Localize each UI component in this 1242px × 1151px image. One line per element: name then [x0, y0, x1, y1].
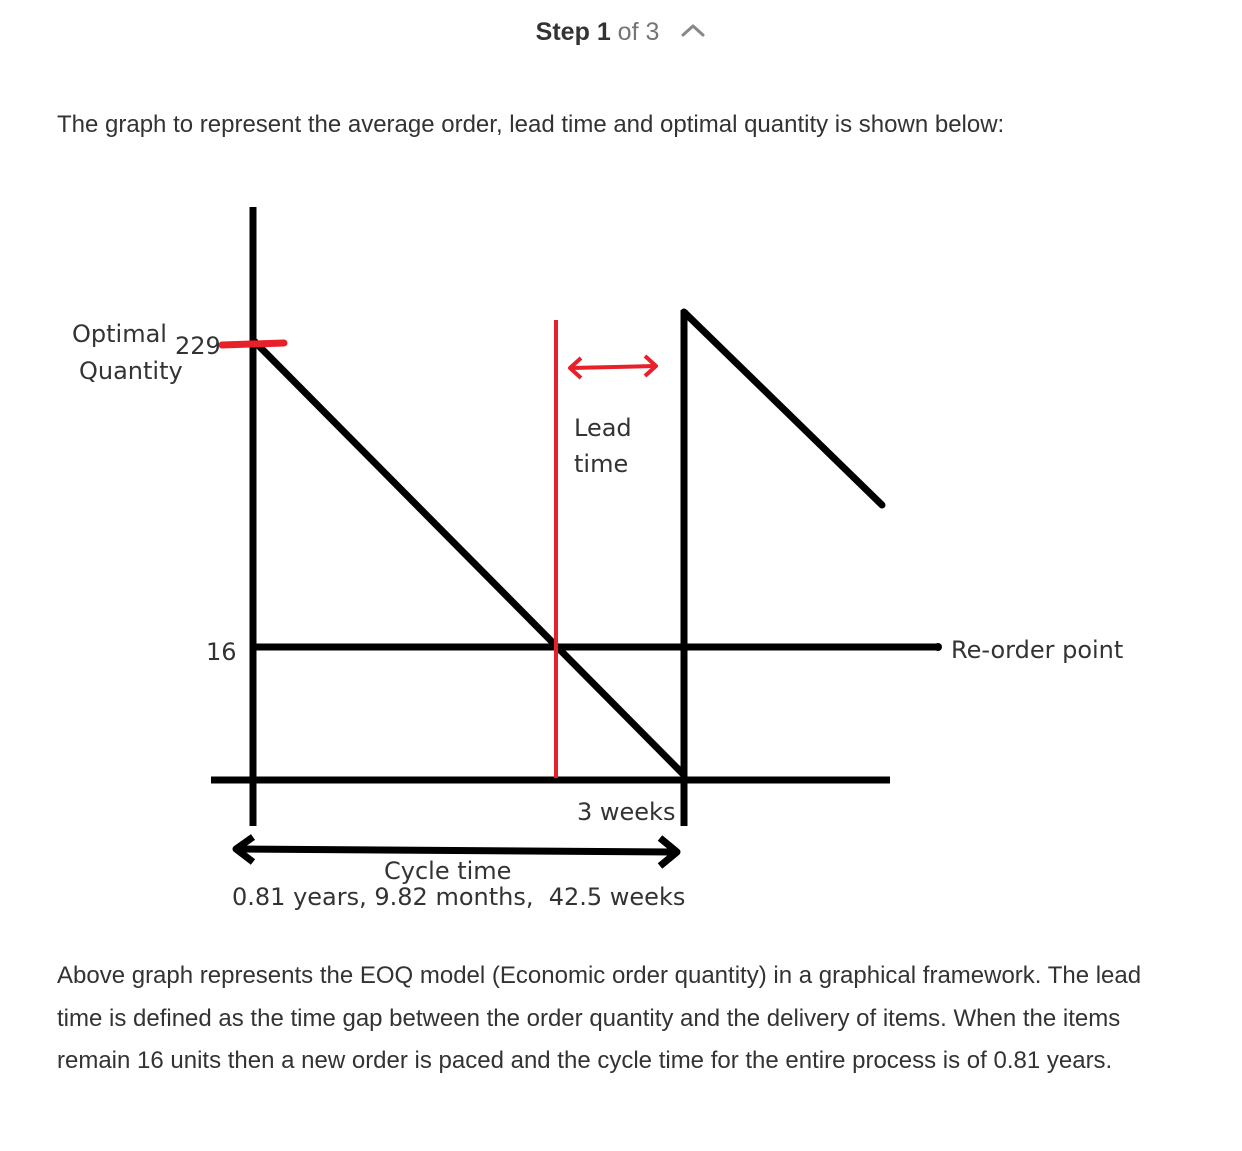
cycle-time-arrow — [232, 834, 681, 869]
explanation-text: Above graph represents the EOQ model (Ec… — [57, 962, 1142, 1074]
lead-time-arrow — [568, 354, 658, 380]
step-total: of 3 — [617, 18, 660, 46]
inventory-decline-1 — [250, 337, 687, 778]
reorder-label: Re-order point — [951, 636, 1123, 664]
weeks-label: 3 weeks — [577, 798, 675, 826]
chevron-up-icon[interactable] — [680, 14, 706, 46]
optimal-marker — [218, 339, 288, 349]
reorder-line-end — [934, 643, 942, 651]
cycle-label: Cycle time — [384, 857, 511, 885]
inventory-decline-2 — [680, 308, 886, 509]
cycle-values: 0.81 years, 9.82 months, 42.5 weeks — [232, 883, 685, 911]
intro-text: The graph to represent the average order… — [57, 111, 1005, 138]
lead-label-2: time — [574, 450, 628, 478]
optimal-label-2: Quantity — [79, 357, 183, 385]
lead-label-1: Lead — [574, 414, 632, 442]
optimal-label-1: Optimal — [72, 320, 167, 348]
reorder-value: 16 — [206, 638, 237, 666]
step-header: Step 1 of 3 — [0, 16, 1242, 48]
step-label: Step 1 — [535, 18, 611, 46]
optimal-value: 229 — [175, 332, 221, 360]
